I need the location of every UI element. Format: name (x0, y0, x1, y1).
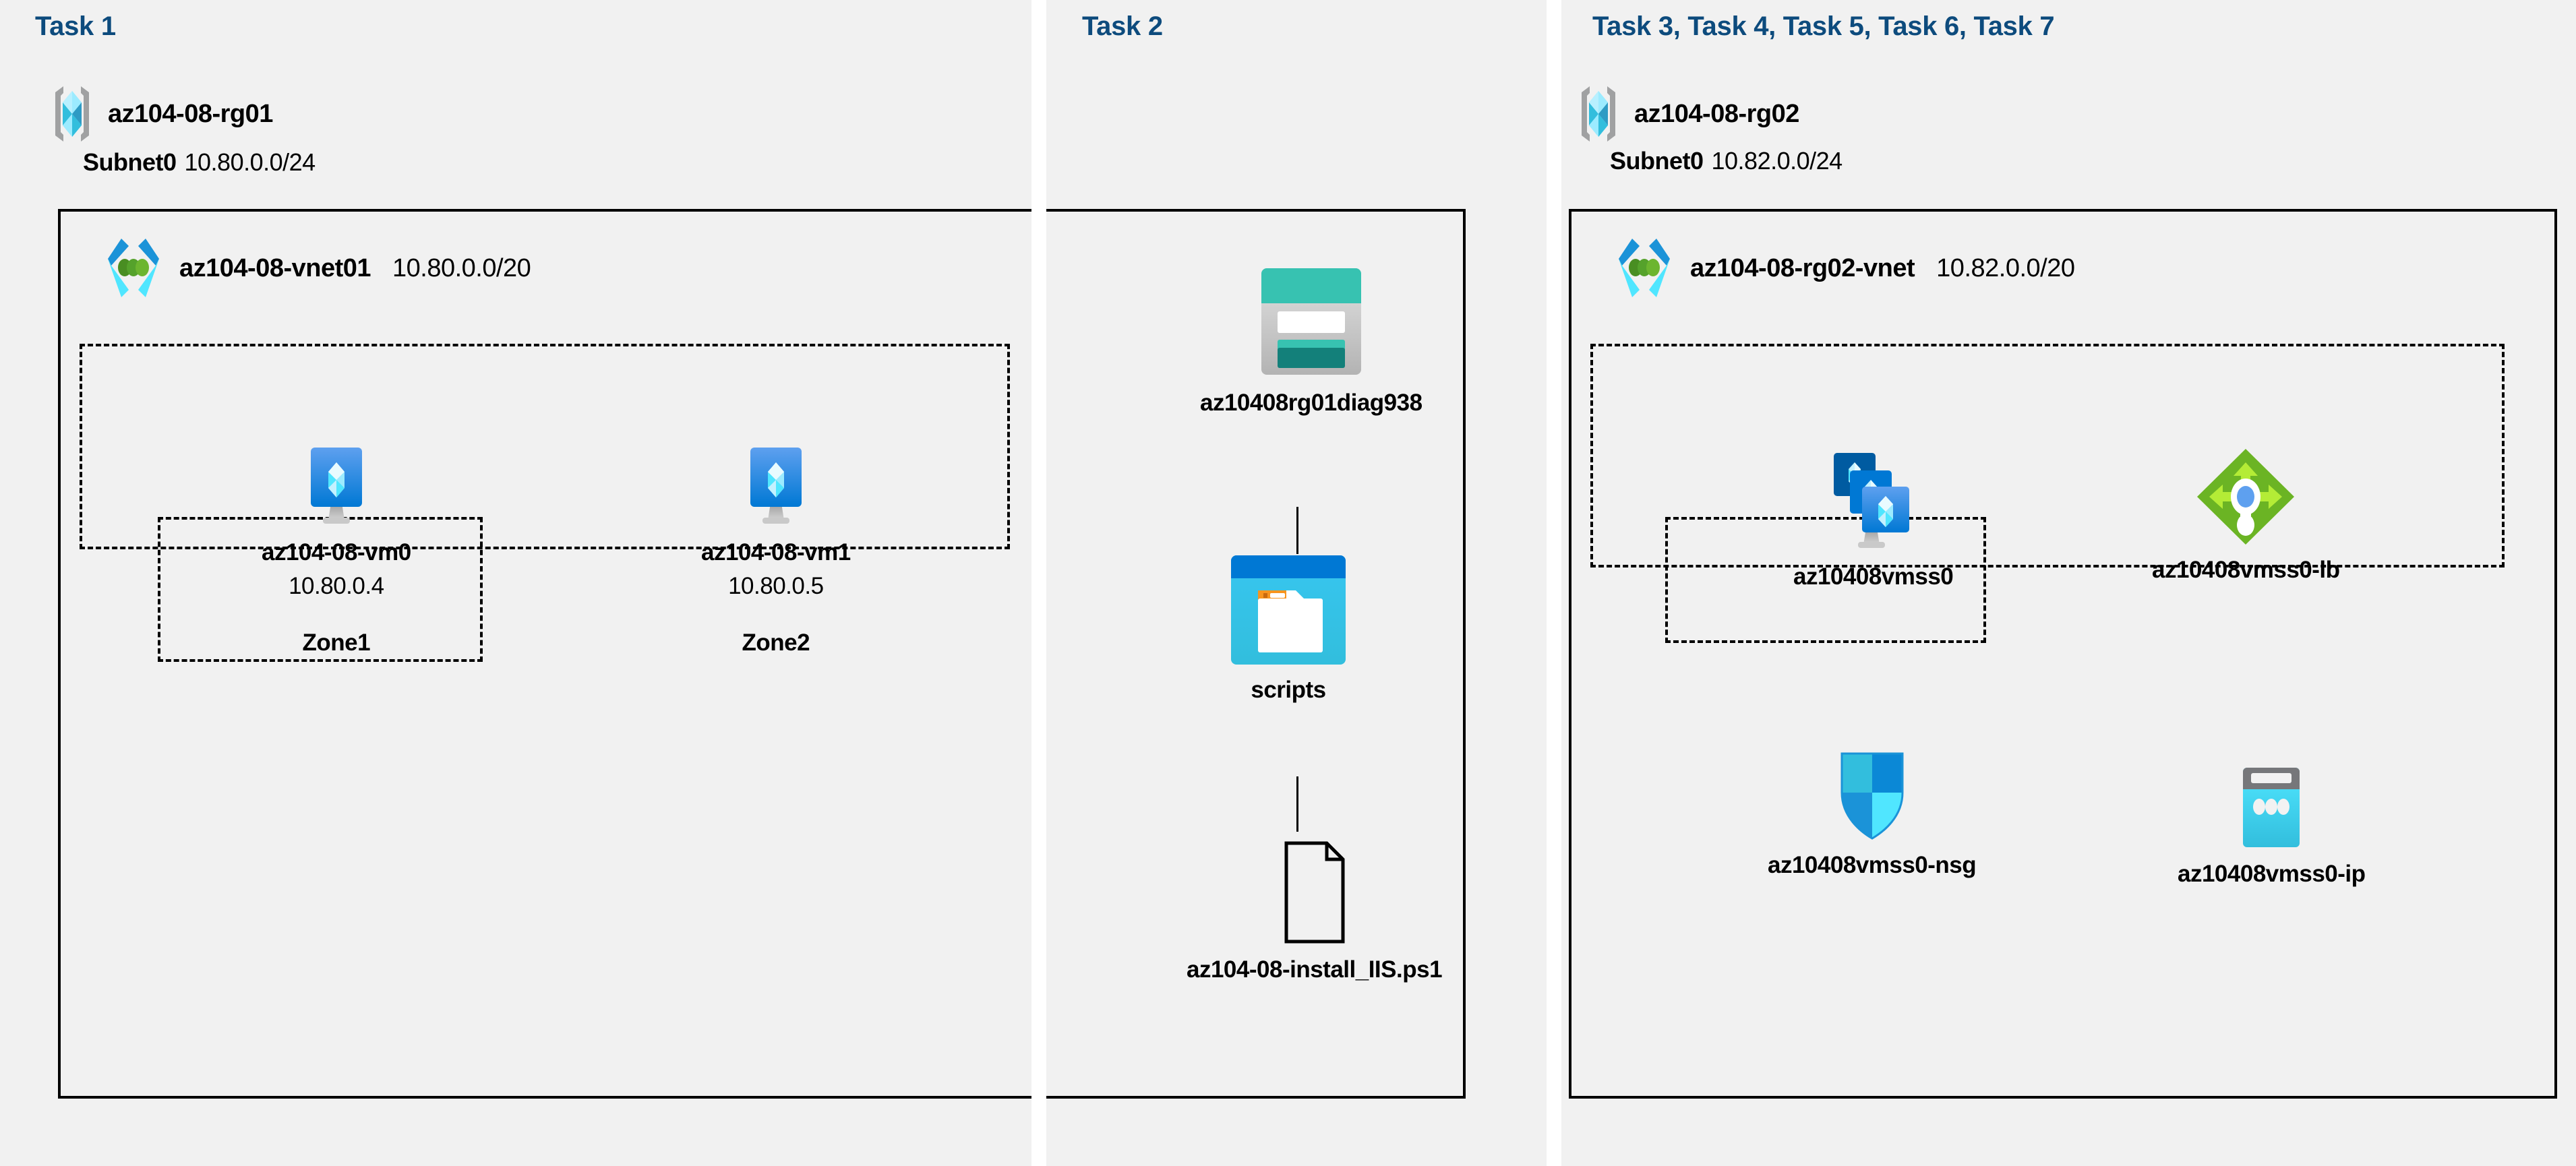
task3-7-panel (1561, 0, 2576, 1166)
subnet-cidr: 10.82.0.0/24 (1711, 147, 1843, 175)
virtual-machine-icon (301, 445, 371, 530)
load-balancer-node[interactable]: az10408vmss0-lb (2152, 446, 2340, 584)
resource-group-icon (1578, 84, 1619, 144)
public-ip-node[interactable]: az10408vmss0-ip (2178, 765, 2366, 888)
network-security-group-icon (1832, 748, 1912, 842)
task1-zone-box (158, 517, 483, 662)
network-security-group-node[interactable]: az10408vmss0-nsg (1768, 748, 1977, 879)
public-ip-name: az10408vmss0-ip (2178, 861, 2366, 887)
vm-name: az104-08-vm0 (262, 539, 411, 565)
vm-node-vm1[interactable]: az104-08-vm1 10.80.0.5 Zone2 (701, 445, 851, 656)
vm-zone: Zone1 (302, 630, 371, 656)
nsg-name: az10408vmss0-nsg (1768, 852, 1977, 878)
vm-node-vm0[interactable]: az104-08-vm0 10.80.0.4 Zone1 (262, 445, 411, 656)
blob-container-node[interactable]: scripts (1227, 553, 1350, 704)
storage-account-name: az10408rg01diag938 (1200, 390, 1422, 416)
load-balancer-icon (2193, 446, 2298, 547)
resource-group-name: az104-08-rg02 (1634, 99, 1799, 128)
task1-panel (0, 0, 1031, 1166)
vm-name: az104-08-vm1 (701, 539, 851, 565)
vm-scale-set-node[interactable]: az10408vmss0 (1793, 446, 1954, 590)
task3-7-subnet-box (1590, 344, 2505, 643)
vnet-header-vnet01: az104-08-vnet01 10.80.0.0/20 (101, 231, 531, 306)
blob-container-icon (1227, 553, 1350, 667)
resource-group-rg01: az104-08-rg01 (51, 84, 273, 144)
connector-container-to-file (1296, 776, 1298, 832)
vm-ip: 10.80.0.5 (728, 573, 824, 599)
vnet-name: az104-08-rg02-vnet (1690, 253, 1915, 282)
column-gutter-left (1031, 0, 1046, 1166)
file-name: az104-08-install_IIS.ps1 (1187, 956, 1443, 983)
container-name: scripts (1251, 677, 1326, 703)
task3-7-inner-box (1665, 517, 1986, 643)
subnet-cidr: 10.80.0.0/24 (184, 148, 316, 176)
connector-storage-to-container (1296, 507, 1298, 554)
resource-group-name: az104-08-rg01 (108, 99, 273, 128)
storage-account-icon (1251, 264, 1372, 380)
resource-group-icon (51, 84, 93, 144)
task1-vnet-box: az104-08-vnet01 10.80.0.0/20 (58, 209, 1466, 1099)
resource-group-rg02: az104-08-rg02 (1578, 84, 1799, 144)
vnet-header-rg02-vnet: az104-08-rg02-vnet 10.82.0.0/20 (1612, 231, 2075, 306)
subnet-name: Subnet0 (1610, 147, 1704, 175)
virtual-network-icon (101, 231, 166, 306)
vm-ip: 10.80.0.4 (289, 573, 384, 599)
subnet-name: Subnet0 (83, 148, 177, 176)
column-gutter-right (1547, 0, 1561, 1166)
vnet-cidr: 10.80.0.0/20 (392, 253, 531, 282)
task1-label: Task 1 (35, 11, 116, 41)
vm-scale-set-icon (1823, 446, 1924, 554)
load-balancer-name: az10408vmss0-lb (2152, 557, 2340, 583)
storage-account-node[interactable]: az10408rg01diag938 (1200, 264, 1422, 417)
virtual-network-icon (1612, 231, 1677, 306)
vmss-name: az10408vmss0 (1793, 563, 1954, 590)
task3-7-label: Task 3, Task 4, Task 5, Task 6, Task 7 (1592, 11, 2055, 41)
vnet-cidr: 10.82.0.0/20 (1936, 253, 2075, 282)
public-ip-address-icon (2236, 765, 2306, 851)
task2-label: Task 2 (1082, 11, 1163, 41)
virtual-machine-icon (741, 445, 811, 530)
script-file-node[interactable]: az104-08-install_IIS.ps1 (1187, 839, 1443, 983)
task1-subnet-box (80, 344, 1010, 662)
file-icon (1271, 839, 1358, 947)
vnet-name: az104-08-vnet01 (179, 253, 371, 282)
vm-zone: Zone2 (742, 630, 810, 656)
task3-7-vnet-box: az104-08-rg02-vnet 10.82.0.0/20 (1569, 209, 2557, 1099)
